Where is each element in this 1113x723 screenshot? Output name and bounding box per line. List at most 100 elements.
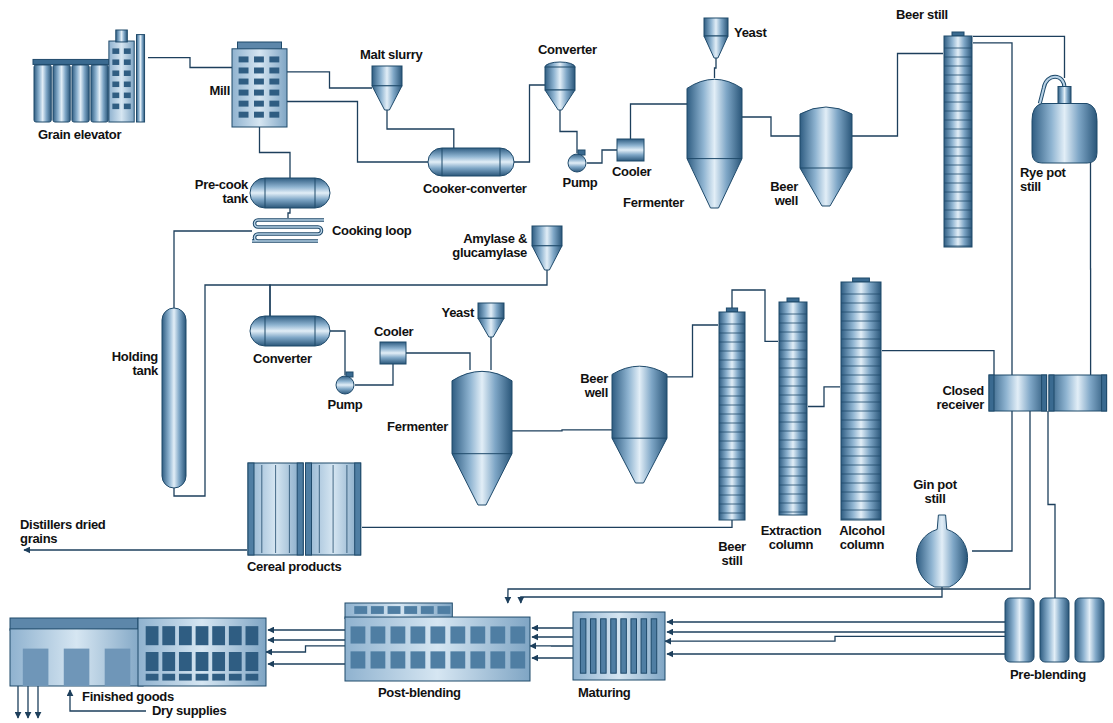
pipe-line	[266, 646, 345, 652]
equipment-node: Pre-blending	[1005, 598, 1105, 662]
equipment-symbol	[250, 316, 330, 346]
equipment-node: Beer still	[943, 32, 973, 247]
pipe-line	[490, 337, 491, 370]
stream-label: Distillers dried grains	[20, 518, 120, 546]
equipment-node: Mill	[232, 42, 287, 127]
equipment-symbol	[478, 303, 504, 337]
pipe-line	[560, 110, 577, 153]
equipment-symbol	[335, 375, 355, 395]
pipe-line	[742, 117, 800, 136]
pipe-line	[530, 645, 573, 646]
equipment-node: Extraction column	[778, 298, 808, 515]
equipment-label: Mill	[200, 84, 230, 98]
equipment-label: Cereal products	[247, 560, 377, 574]
equipment-label: Yeast	[734, 26, 784, 40]
pipe-line	[330, 331, 345, 375]
equipment-symbol	[567, 153, 587, 173]
equipment-node: Holding tank	[162, 308, 186, 488]
equipment-node: Pre-cook tank	[250, 178, 330, 208]
equipment-symbol	[573, 612, 665, 680]
equipment-label: Cooker-converter	[423, 182, 553, 196]
equipment-label: Beer well	[762, 180, 798, 208]
equipment-node: Cereal products	[247, 463, 362, 555]
equipment-symbol	[1005, 598, 1105, 662]
pipe-line	[514, 85, 545, 162]
equipment-label: Grain elevator	[38, 128, 168, 142]
equipment-label: Amylase & glucamylase	[430, 232, 527, 260]
shipping-arrow	[37, 686, 38, 718]
flow-line	[268, 629, 345, 630]
output-arrow	[24, 549, 247, 550]
equipment-node: Beer still	[718, 308, 746, 520]
equipment-node: Converter	[545, 60, 575, 110]
equipment-symbol	[1032, 78, 1097, 163]
pipe-line	[852, 54, 943, 137]
equipment-label: Pre-cook tank	[188, 178, 248, 206]
shipping-arrow	[17, 686, 18, 718]
equipment-node: Fermenter	[452, 370, 512, 505]
pipe-line	[387, 110, 454, 148]
equipment-label: Pump	[325, 398, 365, 412]
equipment-label: Finished goods	[82, 690, 212, 704]
equipment-label: Post-blending	[378, 686, 498, 700]
equipment-label: Converter	[538, 43, 618, 57]
equipment-symbol	[250, 178, 330, 208]
equipment-node: Fermenter	[687, 78, 742, 208]
pipe-line	[512, 429, 612, 431]
flow-line	[268, 639, 345, 640]
flow-line	[667, 653, 1005, 654]
pipe-line	[355, 364, 393, 385]
equipment-node: Pump	[567, 153, 587, 173]
equipment-label: Cooler	[612, 165, 667, 179]
equipment-label: Malt slurry	[360, 48, 450, 62]
equipment-node: Rye pot still	[1032, 78, 1097, 163]
pipe-line	[362, 520, 732, 527]
equipment-node: Maturing	[573, 612, 665, 680]
flow-line	[532, 627, 573, 628]
equipment-label: Cooler	[374, 325, 434, 339]
equipment-node: Yeast	[478, 303, 504, 337]
equipment-symbol	[704, 18, 728, 58]
equipment-symbol	[10, 618, 266, 686]
equipment-label: Fermenter	[612, 196, 684, 210]
equipment-node: Yeast	[704, 18, 728, 58]
pipe-line	[148, 58, 232, 68]
pipe-line	[508, 411, 1030, 603]
equipment-label: Beer still	[710, 540, 754, 568]
equipment-symbol	[617, 139, 644, 161]
equipment-label: Converter	[253, 352, 333, 366]
equipment-node: Malt slurry	[372, 66, 402, 110]
flow-line	[532, 636, 573, 637]
equipment-node: Beer well	[800, 106, 852, 206]
equipment-node: Cooler	[617, 139, 644, 161]
pipe-line	[174, 231, 252, 308]
equipment-symbol	[428, 148, 514, 176]
shipping-arrow	[27, 686, 28, 718]
equipment-label: Pump	[558, 176, 602, 190]
equipment-symbol	[612, 365, 667, 483]
equipment-symbol	[718, 308, 746, 520]
equipment-symbol	[800, 106, 852, 206]
equipment-symbol	[545, 60, 575, 110]
pipe-line	[715, 58, 717, 78]
pipe-line	[287, 72, 372, 88]
equipment-symbol	[247, 463, 362, 555]
equipment-label: Beer well	[568, 372, 608, 400]
equipment-symbol	[943, 32, 973, 247]
equipment-symbol	[840, 278, 882, 520]
equipment-node: Grain elevator	[33, 30, 148, 122]
equipment-node: Converter	[250, 316, 330, 346]
pipe-line	[882, 351, 994, 375]
pipe-line	[287, 102, 428, 163]
equipment-node: Cooking loop	[252, 218, 324, 244]
equipment-node: Amylase & glucamylase	[532, 226, 562, 270]
pipe-line	[288, 208, 290, 218]
equipment-label: Beer still	[896, 8, 966, 22]
equipment-node: Finished goods	[10, 618, 266, 686]
equipment-label: Closed receiver	[924, 384, 984, 412]
equipment-symbol	[532, 226, 562, 270]
equipment-symbol	[232, 42, 287, 127]
equipment-label: Pre-blending	[1010, 668, 1110, 682]
equipment-label: Holding tank	[100, 350, 158, 378]
